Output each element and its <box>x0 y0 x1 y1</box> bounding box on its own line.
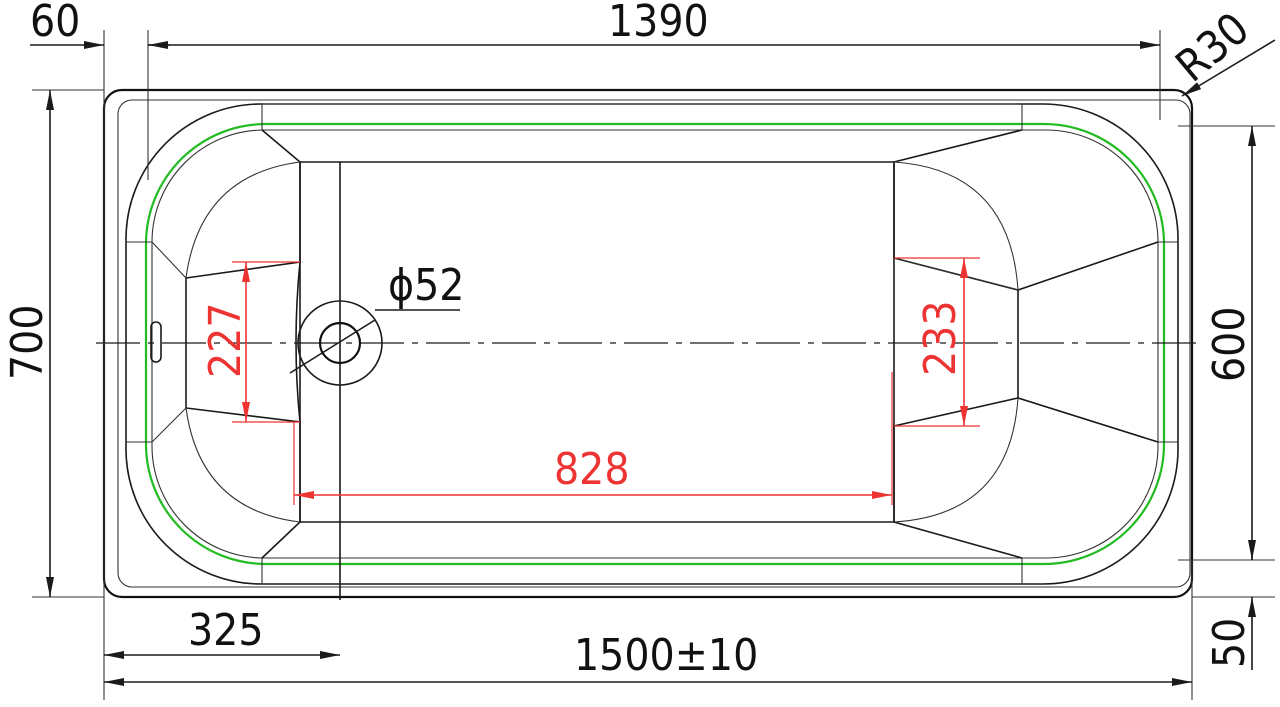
dim-line-r30 <box>1181 39 1276 97</box>
drain-leader <box>289 319 376 374</box>
dim-overall-length: 1500±10 <box>574 630 758 681</box>
drain-outer-circle <box>297 300 383 386</box>
green-rim-line <box>144 122 1166 566</box>
dim-left-bottom-width: 227 <box>200 302 251 378</box>
dim-bottom-offset: 50 <box>1204 618 1255 668</box>
dim-drain-position: 325 <box>188 605 264 656</box>
left-facet <box>151 407 187 443</box>
right-facet <box>893 397 1159 559</box>
basin-inner-contour <box>151 129 1159 559</box>
dim-inner-length: 1390 <box>608 0 709 47</box>
dim-flat-bottom-length: 828 <box>554 444 630 495</box>
left-facet <box>151 241 187 279</box>
basin-outer-contour <box>125 103 1179 585</box>
dim-inner-width: 600 <box>1204 306 1255 382</box>
dim-rim-offset: 60 <box>30 0 80 47</box>
right-curve <box>893 161 1019 291</box>
right-facet <box>893 129 1159 291</box>
dim-right-bottom-width: 233 <box>915 300 966 376</box>
drain-diameter-label: ϕ52 <box>388 260 464 311</box>
left-facet <box>185 129 301 279</box>
tub-outline <box>102 88 1194 599</box>
right-facet <box>893 257 1019 291</box>
overflow-slot <box>150 321 162 363</box>
left-curve <box>185 161 301 279</box>
dim-overall-width: 700 <box>2 304 53 380</box>
dim-corner-radius: R30 <box>1167 3 1259 92</box>
right-curve <box>893 397 1019 523</box>
left-curve <box>185 407 301 523</box>
left-facet <box>185 407 301 559</box>
drain-inner-circle <box>318 321 362 365</box>
drain: ϕ52 <box>289 260 464 386</box>
dimensions-red: 227 233 828 <box>200 257 980 505</box>
